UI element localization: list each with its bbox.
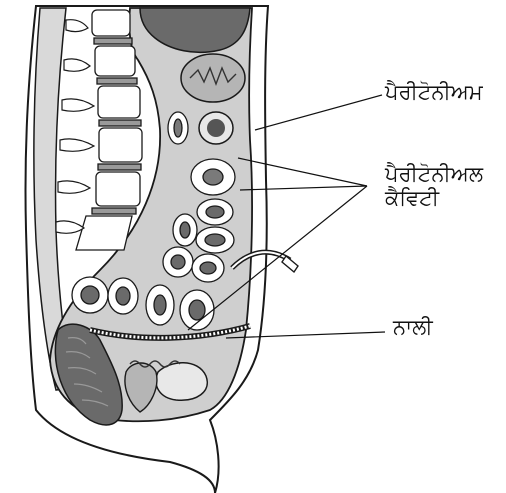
label-peritoneal-cavity-line2: ਕੈਵਿਟੀ xyxy=(385,186,483,210)
label-peritoneal-cavity-line1: ਪੈਰੀਟੋਨੀਅਲ xyxy=(385,162,483,186)
label-drain: ਨਾਲੀ xyxy=(393,315,433,339)
label-peritoneal-cavity: ਪੈਰੀਟੋਨੀਅਲ ਕੈਵਿਟੀ xyxy=(385,162,483,210)
label-peritoneum: ਪੈਰੀਟੋਨੀਅਮ xyxy=(385,80,483,104)
colon-core xyxy=(207,119,225,137)
leader-peritoneum xyxy=(255,95,382,130)
bladder xyxy=(156,363,207,401)
